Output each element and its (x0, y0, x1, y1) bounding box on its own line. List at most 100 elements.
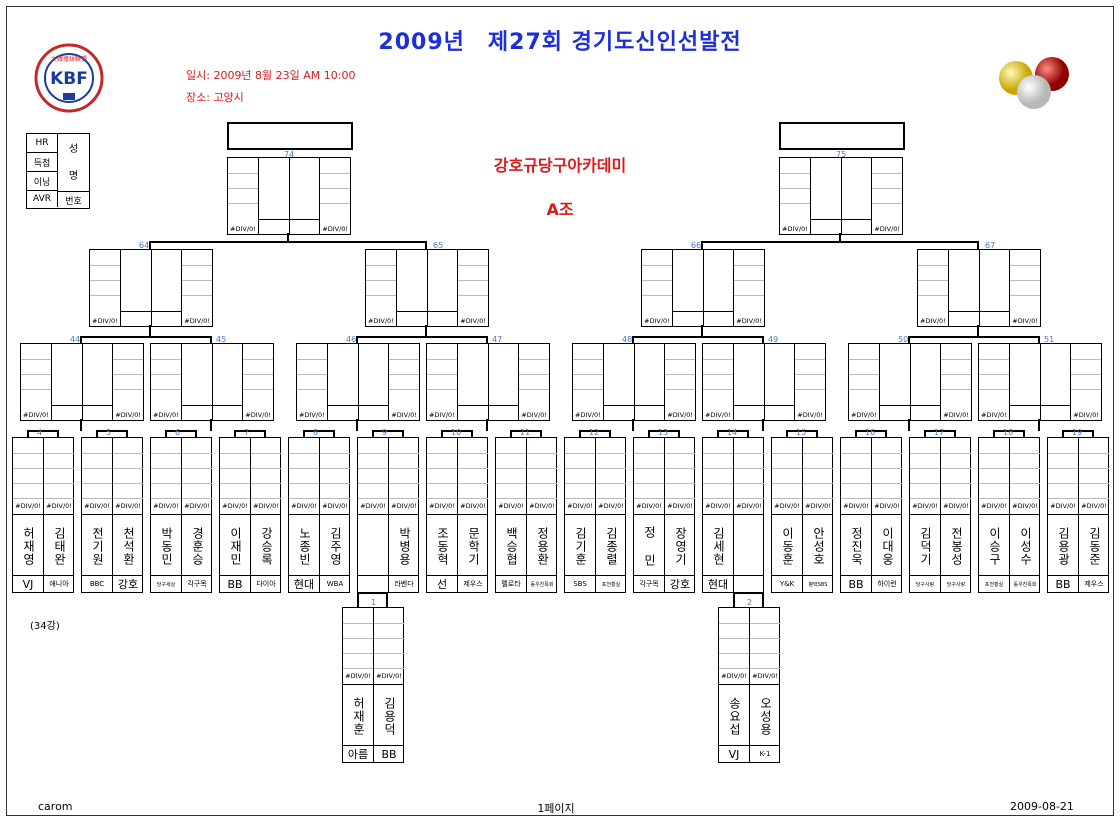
legend-name-top: 성 (58, 140, 89, 155)
player-average: #DIV/0! (941, 502, 971, 510)
bracket-line (96, 430, 127, 432)
match-score-box: #DIV/0!#DIV/0! (227, 157, 351, 235)
match-score-box: #DIV/0! #DIV/0! (20, 343, 144, 421)
match-number: 67 (985, 241, 995, 250)
player-name: 노종빈 (289, 518, 319, 574)
player-name: 김용광 (1048, 518, 1078, 574)
match-number: 51 (1044, 335, 1054, 344)
player-club: BB (1048, 575, 1078, 592)
score-average: #DIV/0! (23, 411, 49, 419)
player-average: #DIV/0! (113, 502, 143, 510)
bracket-line (165, 430, 196, 432)
legend-hr: HR (27, 134, 58, 153)
bracket-line (356, 336, 488, 338)
score-average: #DIV/0! (92, 317, 118, 325)
player-average: #DIV/0! (841, 502, 871, 510)
player-average: #DIV/0! (596, 502, 626, 510)
player-club: BB (220, 575, 250, 592)
bracket-line (287, 233, 289, 242)
bracket-line (195, 430, 197, 438)
score-average: #DIV/0! (153, 411, 179, 419)
finalist-box (227, 122, 353, 150)
player-club: K-1 (750, 745, 780, 762)
legend-avr: AVR (27, 191, 58, 207)
bracket-line (1092, 430, 1094, 438)
score-average: #DIV/0! (521, 411, 547, 419)
player-name: 송요섭 (719, 688, 749, 744)
player-pair: #DIV/0!이승구포천황실#DIV/0!이성수동우친목회 (978, 437, 1040, 593)
bracket-line (80, 419, 82, 431)
round-label: (34강) (30, 617, 60, 632)
player-average: #DIV/0! (1079, 502, 1109, 510)
player-club: 아름 (343, 745, 373, 762)
score-average: #DIV/0! (943, 411, 969, 419)
player-average: #DIV/0! (151, 502, 181, 510)
bracket-line (762, 336, 764, 344)
player-club: 동우친목회 (1010, 575, 1040, 592)
player-name: 이성수 (1010, 518, 1040, 574)
place-line: 장소: 고양시 (186, 89, 244, 105)
player-club: Y&K (772, 575, 802, 592)
player-name: 천석환 (113, 518, 143, 574)
player-name: 허재훈 (343, 688, 373, 744)
player-name: 김기훈 (565, 518, 595, 574)
match-score-box: #DIV/0!#DIV/0! (426, 343, 550, 421)
player-name: 백승협 (496, 518, 526, 574)
player-average: #DIV/0! (458, 502, 488, 510)
player-club: 포천황실 (979, 575, 1009, 592)
match-number: 14 (727, 428, 737, 437)
player-name: 정용환 (527, 518, 557, 574)
bracket-line (717, 430, 719, 438)
bracket-line (386, 592, 388, 608)
score-average: #DIV/0! (705, 411, 731, 419)
bracket-line (701, 325, 703, 337)
score-average: #DIV/0! (299, 411, 325, 419)
player-club: WBA (320, 575, 350, 592)
bracket-line (632, 336, 764, 338)
footer-center: 1페이지 (0, 800, 1112, 816)
bracket-line (149, 325, 151, 337)
score-average: #DIV/0! (245, 411, 271, 419)
player-name: 김세현 (703, 518, 733, 574)
bracket-line (1038, 336, 1040, 344)
player-average: #DIV/0! (910, 502, 940, 510)
player-name: 강승록 (251, 518, 281, 574)
billiard-balls-icon (996, 52, 1074, 112)
bracket-line (357, 592, 359, 608)
player-name: 박병용 (389, 518, 419, 574)
score-average: #DIV/0! (782, 225, 808, 233)
bracket-line (510, 430, 512, 438)
player-club: 다이아 (251, 575, 281, 592)
player-name: 안성호 (803, 518, 833, 574)
score-average: #DIV/0! (1012, 317, 1038, 325)
finalist-box (779, 122, 905, 150)
player-average: #DIV/0! (289, 502, 319, 510)
player-club: SBS (565, 575, 595, 592)
score-average: #DIV/0! (368, 317, 394, 325)
bracket-line (678, 430, 680, 438)
player-name: 김덕기 (910, 518, 940, 574)
match-number: 48 (622, 335, 632, 344)
bracket-line (149, 241, 151, 249)
player-club: 제우스 (1079, 575, 1109, 592)
match-number: 19 (1072, 428, 1082, 437)
player-club: 포천황실 (596, 575, 626, 592)
player-average: #DIV/0! (772, 502, 802, 510)
match-number: 12 (589, 428, 599, 437)
player-pair: #DIV/0!김용광BB#DIV/0!김동준제우스 (1047, 437, 1109, 593)
player-club: BBC (82, 575, 112, 592)
player-club: 각구목 (182, 575, 212, 592)
legend-name-bottom: 명 (58, 167, 89, 182)
bracket-line (839, 233, 841, 242)
bracket-line (1062, 430, 1064, 438)
bracket-line (57, 430, 59, 438)
player-average: #DIV/0! (565, 502, 595, 510)
bracket-line (372, 592, 374, 594)
bracket-line (954, 430, 956, 438)
player-average: #DIV/0! (1010, 502, 1040, 510)
player-average: #DIV/0! (734, 502, 764, 510)
match-number: 5 (106, 428, 111, 437)
score-average: #DIV/0! (115, 411, 141, 419)
